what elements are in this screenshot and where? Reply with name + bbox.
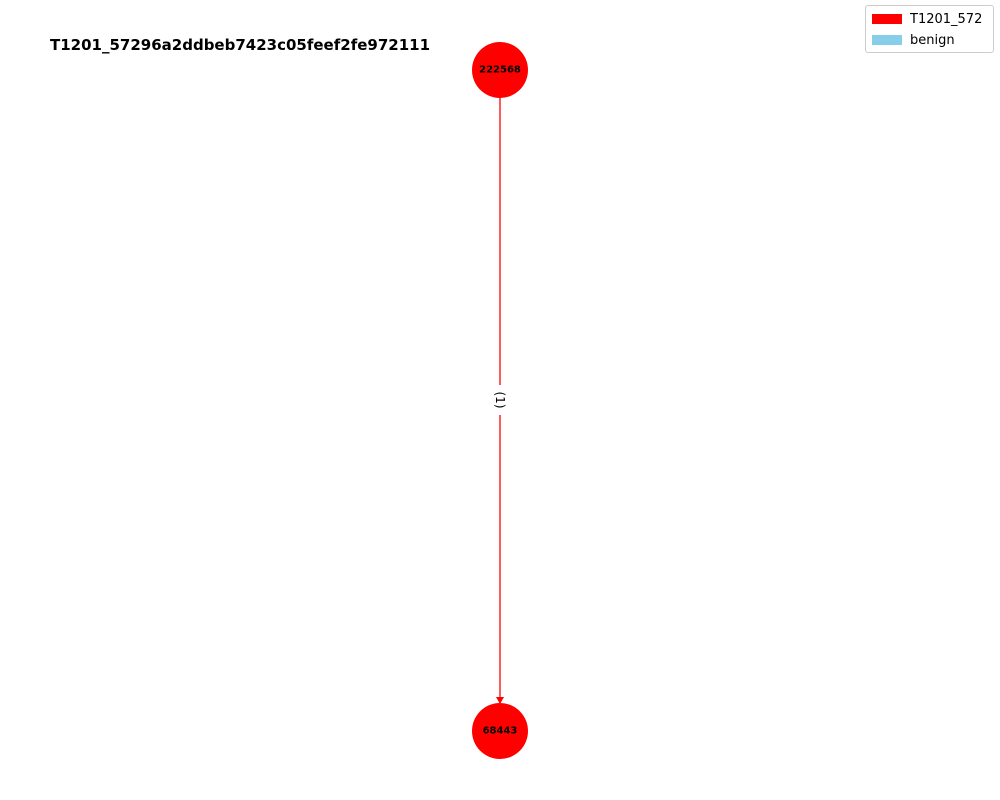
legend-label: benign xyxy=(910,32,955,48)
edge-label-background xyxy=(490,385,510,415)
legend-item-t1201: T1201_572 xyxy=(872,11,982,27)
legend-swatch-skyblue xyxy=(872,35,902,45)
node-label-222568: 222568 xyxy=(479,65,521,76)
node-222568[interactable] xyxy=(472,42,528,98)
legend-item-benign: benign xyxy=(872,32,955,48)
node-68443[interactable] xyxy=(472,703,528,759)
graph-title: T1201_57296a2ddbeb7423c05feef2fe972111 xyxy=(50,36,431,54)
edge-label: (1) xyxy=(493,392,507,409)
legend: T1201_572 benign xyxy=(865,5,994,53)
node-label-68443: 68443 xyxy=(483,726,518,737)
legend-swatch-red xyxy=(872,14,902,24)
legend-label: T1201_572 xyxy=(910,11,983,27)
